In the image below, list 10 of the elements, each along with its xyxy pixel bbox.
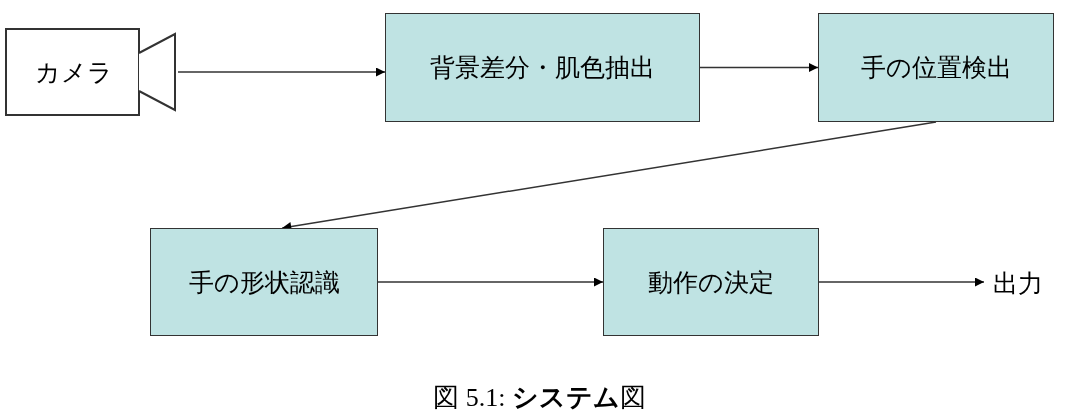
arrow [377, 277, 604, 287]
arrow [699, 63, 819, 72]
arrow [818, 277, 985, 287]
process-box: 手の位置検出 [818, 13, 1054, 122]
arrow [177, 67, 386, 77]
output-label: 出力 [984, 266, 1052, 300]
process-box: 動作の決定 [603, 228, 819, 336]
process-box: 背景差分・肌色抽出 [385, 13, 700, 122]
figure-caption: 図 5.1: システム図 [432, 382, 647, 411]
process-box: 手の形状認識 [150, 228, 378, 336]
